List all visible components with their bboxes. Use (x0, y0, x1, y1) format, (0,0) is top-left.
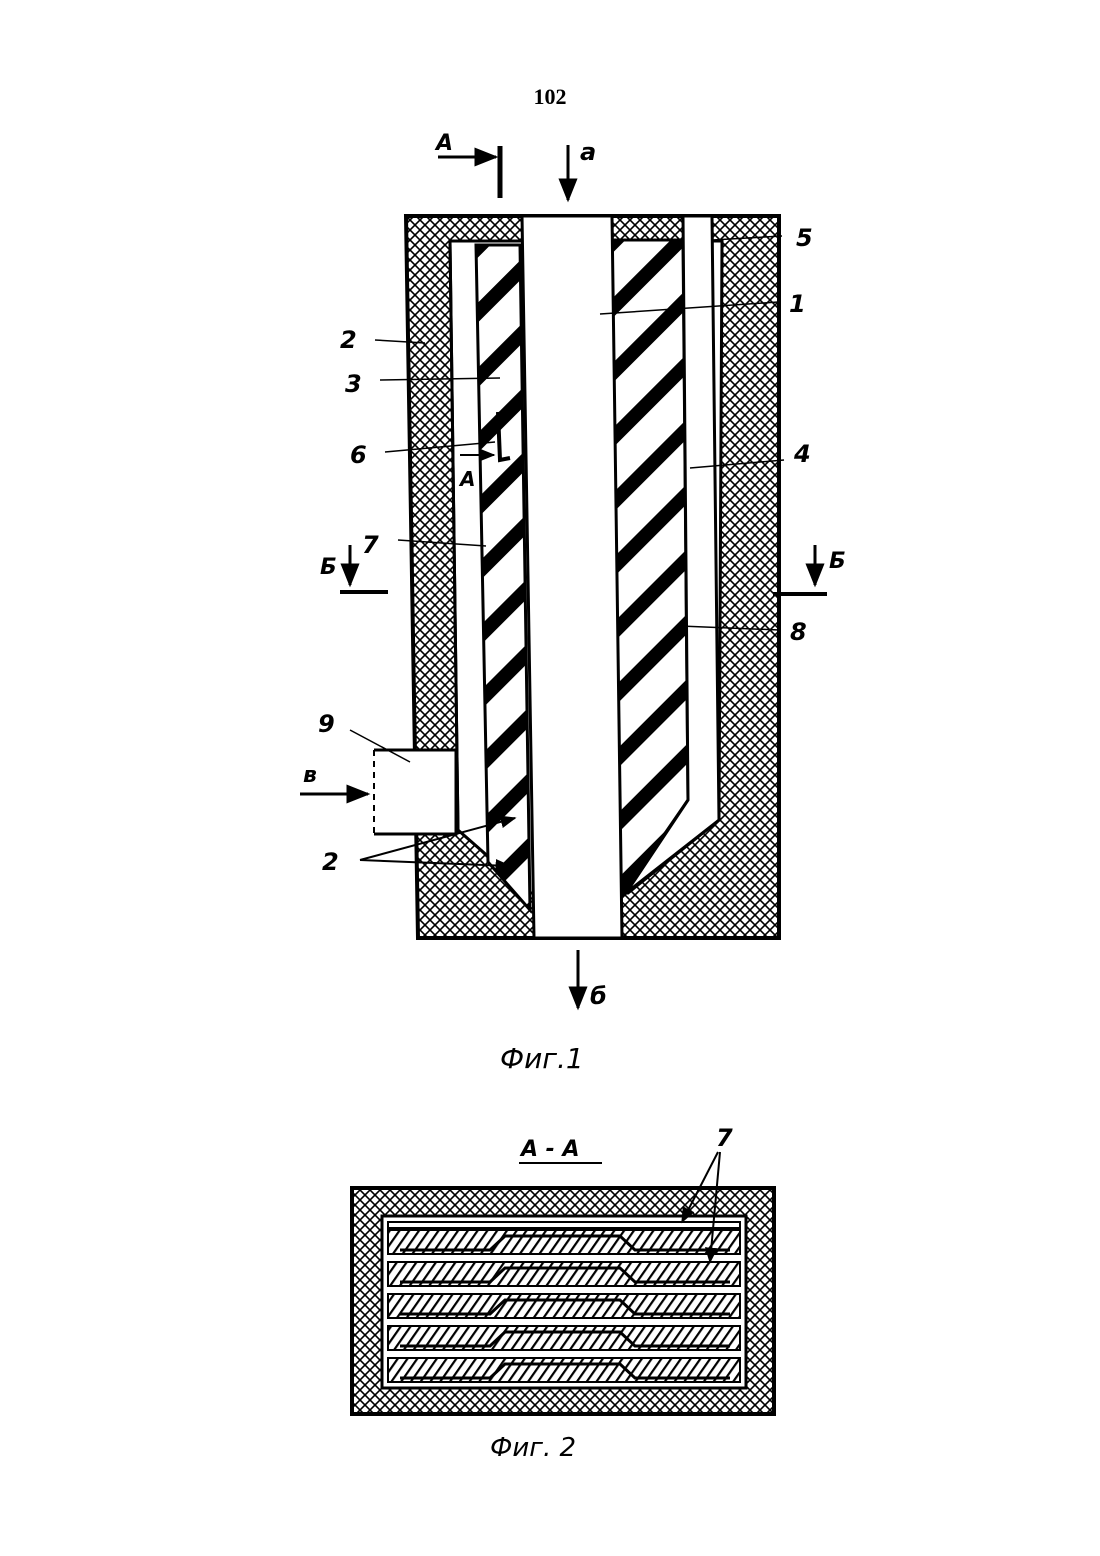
figure-2-plate-stack (388, 1222, 740, 1382)
right-packing (612, 240, 688, 900)
section-mark-b-right: Б (829, 549, 846, 574)
callout-7: 7 (362, 531, 379, 559)
flow-label-outlet: б (590, 982, 607, 1010)
figure-2-section-a-a: А - А 7 Фиг. 2 (352, 1124, 774, 1463)
callout-8: 8 (790, 618, 807, 646)
section-mark-b-left: Б (320, 555, 337, 580)
section-mark-a-mid: А (458, 467, 475, 491)
figure-1-caption: Фиг.1 (500, 1042, 584, 1075)
central-channel (522, 216, 622, 938)
figure-2-title: А - А (519, 1137, 580, 1162)
figure-1-section-view: А а б в А Б Б 5 1 (300, 131, 846, 1075)
callout-4: 4 (793, 440, 811, 468)
figure-2-caption: Фиг. 2 (490, 1433, 576, 1463)
figure-2-callout-7: 7 (716, 1124, 733, 1152)
flow-label-inlet-side: в (303, 763, 317, 788)
side-inlet-pipe (374, 750, 456, 834)
section-mark-a-top: А (434, 131, 453, 156)
callout-9: 9 (318, 710, 335, 738)
flow-label-inlet-top: а (580, 138, 596, 166)
callout-2-lower: 2 (322, 848, 339, 876)
callout-2-upper: 2 (340, 326, 357, 354)
callout-1: 1 (789, 290, 806, 318)
callout-6: 6 (350, 441, 367, 469)
callout-3: 3 (345, 370, 362, 398)
callout-5: 5 (796, 224, 813, 252)
